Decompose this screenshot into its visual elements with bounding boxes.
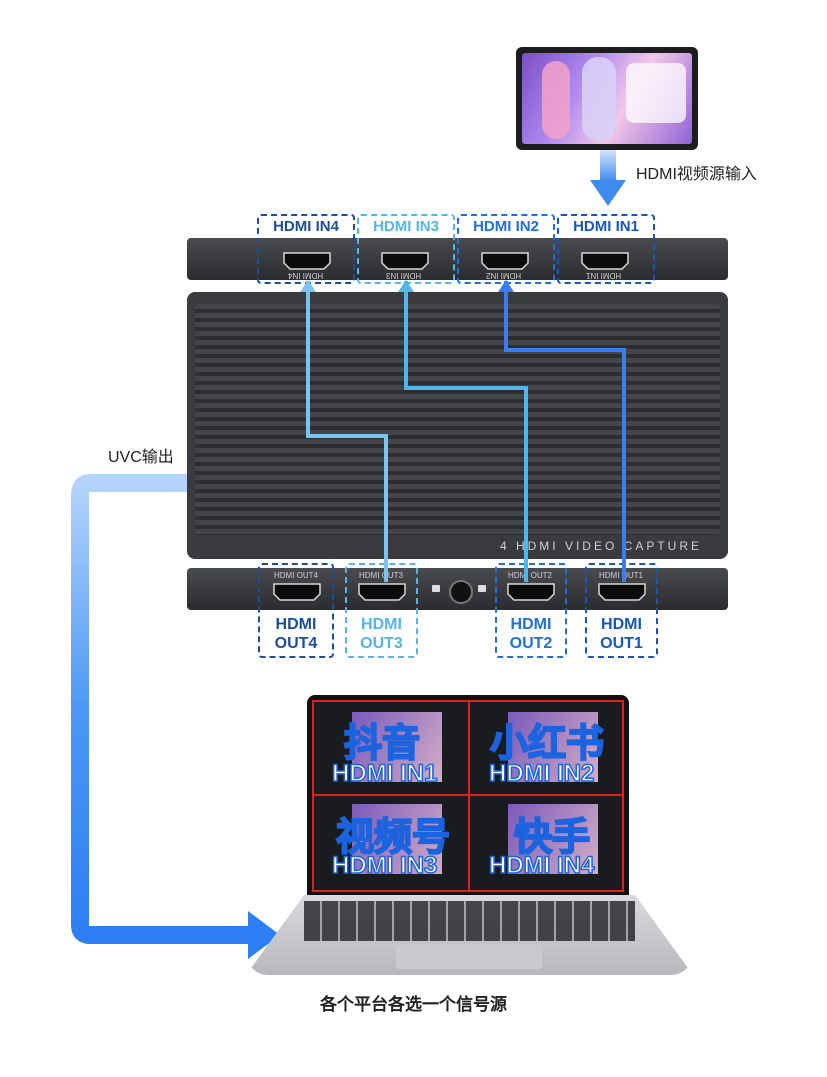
monitor-screen-game-art bbox=[522, 53, 692, 144]
source-arrow bbox=[590, 150, 626, 206]
quad2-platform: 小红书 bbox=[489, 722, 605, 766]
hdmi-in2-connector-icon bbox=[481, 252, 529, 270]
keyboard bbox=[304, 901, 635, 941]
silk-out2: HDMI OUT2 bbox=[508, 571, 552, 580]
hdmi-out2-connector-icon bbox=[507, 583, 555, 601]
hdmi-in4-connector-icon bbox=[283, 252, 331, 270]
hdmi-in3-connector-icon bbox=[381, 252, 429, 270]
quad3-source: HDMI IN3 bbox=[331, 851, 438, 880]
device-model-text: 4 HDMI VIDEO CAPTURE bbox=[499, 539, 702, 553]
input-port-label-in1: HDMI IN1 bbox=[557, 214, 655, 284]
silk-out1: HDMI OUT1 bbox=[599, 571, 643, 580]
device-body: 4 HDMI VIDEO CAPTURE bbox=[187, 292, 728, 559]
audio-jack-icon bbox=[449, 580, 473, 604]
route-in3-out2 bbox=[404, 281, 528, 582]
unlock-icon bbox=[478, 585, 486, 592]
hdmi-out3-connector-icon bbox=[358, 583, 406, 601]
laptop-base bbox=[246, 895, 693, 975]
hdmi-out1-connector-icon bbox=[598, 583, 646, 601]
silk-out3: HDMI OUT3 bbox=[359, 571, 403, 580]
route-in2-out1 bbox=[504, 281, 626, 582]
source-input-label: HDMI视频源输入 bbox=[636, 166, 757, 183]
uvc-output-label: UVC输出 bbox=[108, 449, 174, 466]
quad4-platform: 快手 bbox=[513, 816, 591, 860]
lock-icon bbox=[432, 585, 440, 592]
touchpad bbox=[396, 945, 542, 969]
routing-lines bbox=[300, 280, 626, 582]
silk-out4: HDMI OUT4 bbox=[274, 571, 318, 580]
laptop-screen-bezel bbox=[307, 695, 629, 895]
quad1-source: HDMI IN1 bbox=[331, 759, 438, 788]
uvc-output-arrow bbox=[71, 474, 280, 959]
route-in4-out3 bbox=[306, 281, 388, 582]
hdmi-out4-connector-icon bbox=[273, 583, 321, 601]
quad1-platform: 抖音 bbox=[343, 722, 421, 766]
bottom-caption: 各个平台各选一个信号源 bbox=[320, 995, 507, 1014]
quad4-source: HDMI IN4 bbox=[488, 851, 595, 880]
quad3-platform: 视频号 bbox=[335, 816, 451, 860]
hdmi-in1-connector-icon bbox=[581, 252, 629, 270]
quad2-source: HDMI IN2 bbox=[488, 759, 595, 788]
quad-grid bbox=[312, 700, 624, 892]
laptop-screen bbox=[312, 700, 624, 892]
source-monitor bbox=[516, 47, 698, 150]
laptop bbox=[246, 695, 693, 980]
